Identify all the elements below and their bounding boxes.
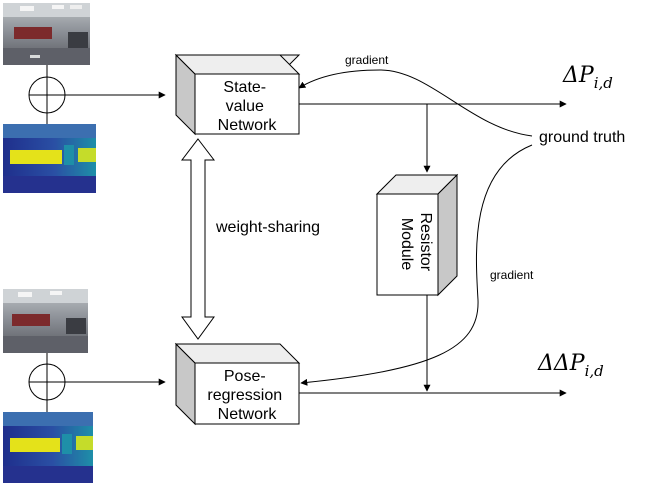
state-value-network-box: State- value Network — [174, 53, 301, 136]
output-delta-delta-p: ΔΔPi,d — [537, 351, 604, 380]
fusion-bottom-icon — [28, 363, 66, 401]
rgb-image-bottom — [3, 289, 88, 353]
state-value-line-3: Network — [218, 117, 278, 134]
gradient-curve-bottom — [300, 144, 533, 386]
gradient-label-top: gradient — [345, 53, 389, 67]
pose-regression-network-box: Pose- regression Network — [174, 342, 301, 426]
output-delta-p-subscript: i,d — [594, 74, 613, 92]
svg-text:State- value Netwo: State- value Network — [218, 79, 278, 134]
depth-image-top — [3, 124, 96, 193]
output-delta-delta-p-subscript: i,d — [585, 362, 604, 380]
svg-text:Pose- regression N: Pose- regression Network — [207, 368, 286, 423]
resistor-line-2: Module — [398, 218, 415, 271]
weight-sharing-label: weight-sharing — [215, 219, 320, 236]
ground-truth-label: ground truth — [539, 129, 625, 146]
pose-regression-line-3: Network — [218, 406, 278, 423]
state-value-line-1: State- — [223, 79, 266, 96]
resistor-line-1: Resistor — [417, 212, 434, 271]
output-delta-delta-p-symbol: ΔΔP — [537, 351, 586, 376]
depth-image-bottom — [3, 412, 93, 483]
state-value-line-2: value — [226, 98, 264, 115]
rgb-image-top — [3, 3, 90, 65]
pose-regression-line-1: Pose- — [224, 368, 266, 385]
gradient-curve-top — [298, 69, 533, 137]
output-delta-p: ΔPi,d — [562, 63, 613, 92]
svg-text:Resistor Module: Resistor Module — [398, 212, 434, 275]
gradient-label-bottom: gradient — [490, 268, 534, 282]
pose-regression-line-2: regression — [207, 387, 282, 404]
output-delta-p-symbol: ΔP — [562, 63, 595, 88]
resistor-module-box: Resistor Module — [375, 173, 459, 297]
fusion-top-icon — [28, 76, 66, 114]
weight-sharing-double-arrow — [180, 138, 216, 340]
